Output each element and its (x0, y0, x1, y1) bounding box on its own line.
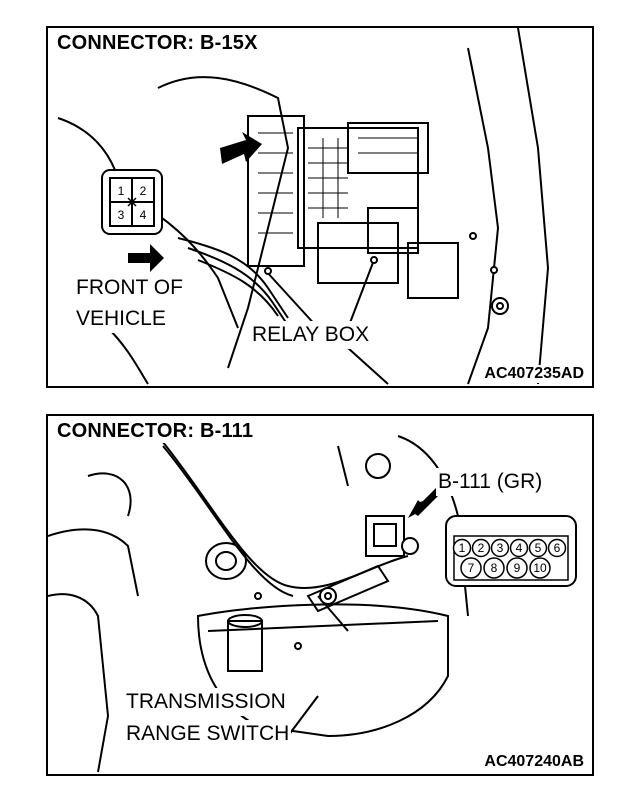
pin-label: 3 (118, 208, 125, 222)
pin-label: 8 (491, 561, 498, 575)
pin-circle (490, 538, 510, 558)
pin-label: 3 (497, 541, 504, 555)
pin-circle (460, 557, 482, 579)
pointer-arrow-icon (220, 132, 262, 164)
pin-label: 1 (459, 541, 466, 555)
pin-circle (547, 538, 567, 558)
pin-label: 4 (140, 208, 147, 222)
pin-label: 6 (554, 541, 561, 555)
pin-label: 4 (516, 541, 523, 555)
vehicle-label: VEHICLE (74, 305, 168, 333)
front-of-vehicle-label: FRONT OF (74, 274, 185, 302)
range-switch-label: RANGE SWITCH (124, 720, 292, 748)
pin-label: 1 (118, 184, 125, 198)
relay-box-label: RELAY BOX (250, 321, 372, 349)
pin-circle (529, 557, 551, 579)
transmission-label: TRANSMISSION (124, 688, 288, 716)
pin-circle (483, 557, 505, 579)
engine-bay-relay-box-illustration: 1 2 3 4 (57, 28, 550, 385)
figure-code: AC407240AB (482, 753, 586, 771)
pin-label: 9 (514, 561, 521, 575)
pin-label: 10 (533, 561, 547, 575)
connector-title: CONNECTOR: B-15X (54, 32, 261, 55)
pin-circle (471, 538, 491, 558)
connector-id-label: B-111 (GR) (436, 468, 545, 496)
connector-b15x-panel: 1 2 3 4 CONNECTOR: B-15X FRONT OF VEHICL… (46, 26, 594, 388)
pin-circle (528, 538, 548, 558)
front-arrow-icon (128, 244, 164, 272)
connector-title: CONNECTOR: B-111 (54, 420, 257, 443)
pin-label: 7 (468, 561, 475, 575)
connector-b15x-face: 1 2 3 4 (101, 169, 163, 235)
pin-circle (509, 538, 529, 558)
figure-code: AC407235AD (482, 365, 586, 383)
pin-label: 2 (140, 184, 147, 198)
pin-label: 5 (535, 541, 542, 555)
pin-label: 2 (478, 541, 485, 555)
pin-circle (452, 538, 472, 558)
pin-circle (506, 557, 528, 579)
